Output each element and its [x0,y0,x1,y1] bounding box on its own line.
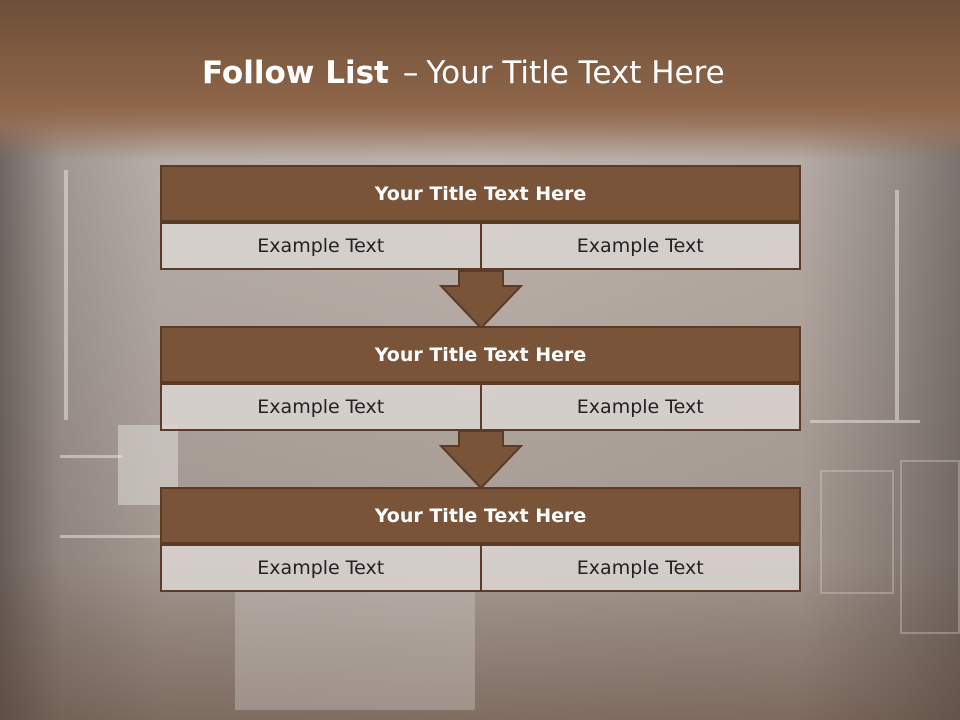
slide-title-separator: – [402,55,419,91]
background-detail [895,190,899,420]
step-3-right-cell: Example Text [481,544,801,592]
step-1-left-cell: Example Text [160,222,482,270]
step-2-row: Example Text Example Text [160,383,801,431]
down-arrow-icon [439,270,523,330]
step-box-2: Your Title Text Here Example Text Exampl… [160,326,801,431]
step-3-row: Example Text Example Text [160,544,801,592]
step-1-right-cell: Example Text [481,222,801,270]
background-detail [60,455,122,458]
background-detail [64,170,68,420]
background-detail [235,590,475,710]
step-box-3: Your Title Text Here Example Text Exampl… [160,487,801,592]
slide-title-bold: Follow List [202,55,389,91]
step-box-1: Your Title Text Here Example Text Exampl… [160,165,801,270]
background-detail [60,535,160,538]
step-1-title: Your Title Text Here [160,165,801,222]
background-detail [900,460,960,634]
background-detail [810,420,920,423]
down-arrow-icon [439,430,523,490]
step-3-left-cell: Example Text [160,544,482,592]
slide-title: Follow List–Your Title Text Here [202,55,725,91]
step-2-title: Your Title Text Here [160,326,801,383]
step-1-row: Example Text Example Text [160,222,801,270]
step-3-title: Your Title Text Here [160,487,801,544]
background-detail [820,470,894,594]
step-2-right-cell: Example Text [481,383,801,431]
title-band [0,0,960,160]
step-2-left-cell: Example Text [160,383,482,431]
slide-title-rest: Your Title Text Here [426,55,725,91]
